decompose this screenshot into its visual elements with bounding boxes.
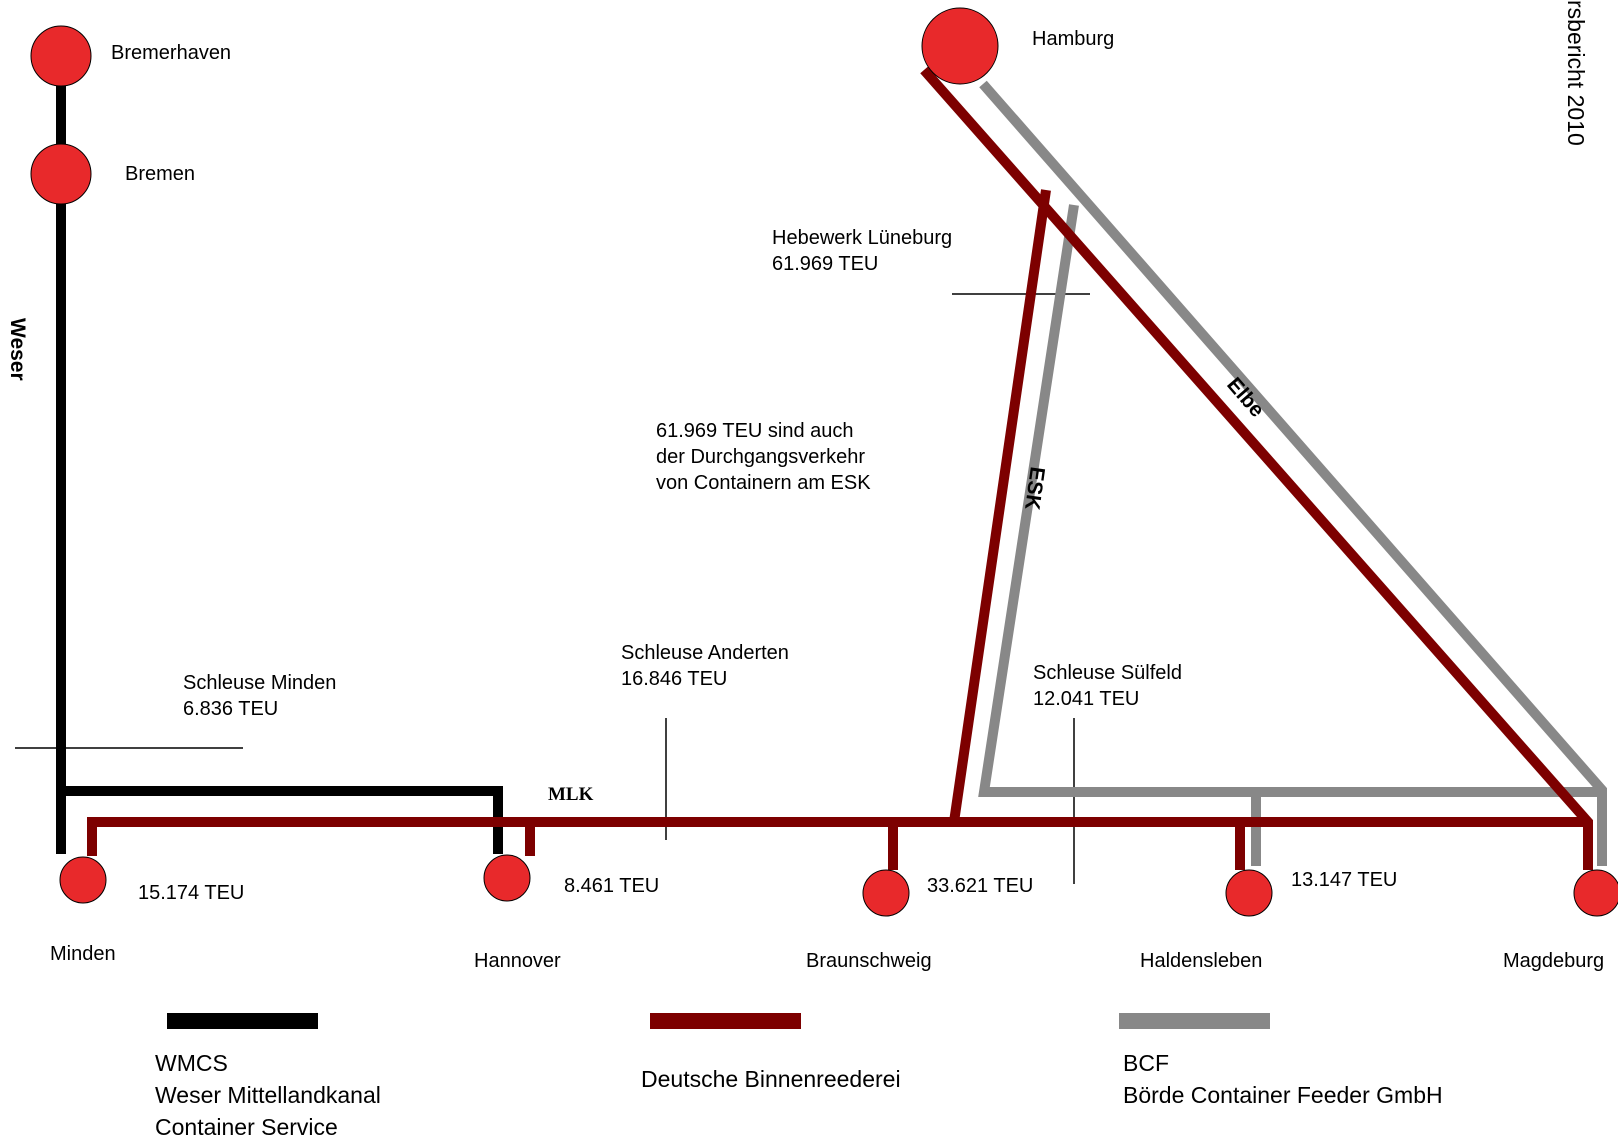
note-line-1: 61.969 TEU sind auch bbox=[656, 420, 854, 442]
city-magdeburg bbox=[1573, 869, 1618, 917]
city-braunschweig bbox=[862, 869, 910, 917]
legend-dbr-swatch bbox=[650, 1013, 801, 1029]
city-hamburg bbox=[921, 7, 999, 85]
note-line-3: von Containern am ESK bbox=[656, 472, 871, 494]
canal-mlk-label: MLK bbox=[548, 784, 594, 805]
label-minden: Minden bbox=[50, 943, 116, 965]
legend-bcf-line-2: Börde Container Feeder GmbH bbox=[1123, 1082, 1443, 1108]
lock-anderten-teu: 16.846 TEU bbox=[621, 668, 727, 690]
label-haldensleben: Haldensleben bbox=[1140, 950, 1262, 972]
legend-dbr-line-1: Deutsche Binnenreederei bbox=[641, 1066, 901, 1092]
label-hannover: Hannover bbox=[474, 950, 561, 972]
legend-bcf-line-1: BCF bbox=[1123, 1050, 1169, 1076]
dbr-route bbox=[87, 66, 1593, 870]
lock-lueneburg-teu: 61.969 TEU bbox=[772, 253, 878, 275]
legend-wmcs-line-1: WMCS bbox=[155, 1050, 228, 1076]
volume-minden: 15.174 TEU bbox=[138, 882, 244, 904]
river-weser-label: Weser bbox=[6, 318, 29, 381]
legend-wmcs-line-2: Weser Mittellandkanal bbox=[155, 1082, 381, 1108]
city-minden bbox=[59, 856, 107, 904]
note-line-2: der Durchgangsverkehr bbox=[656, 446, 865, 468]
label-bremen: Bremen bbox=[125, 163, 195, 185]
report-title-fragment: rsbericht 2010 bbox=[1563, 0, 1589, 146]
legend-wmcs-line-3: Container Service bbox=[155, 1114, 338, 1139]
canal-esk-label: ESK bbox=[1020, 465, 1049, 511]
label-bremerhaven: Bremerhaven bbox=[111, 42, 231, 64]
lock-suelfeld-name: Schleuse Sülfeld bbox=[1033, 662, 1182, 684]
lock-minden-name: Schleuse Minden bbox=[183, 672, 336, 694]
city-haldensleben bbox=[1225, 869, 1273, 917]
city-bremerhaven bbox=[30, 25, 92, 87]
city-hannover bbox=[483, 854, 531, 902]
volume-hannover: 8.461 TEU bbox=[564, 875, 659, 897]
lock-lueneburg-name: Hebewerk Lüneburg bbox=[772, 227, 952, 249]
lock-suelfeld-teu: 12.041 TEU bbox=[1033, 688, 1139, 710]
label-braunschweig: Braunschweig bbox=[806, 950, 932, 972]
label-hamburg: Hamburg bbox=[1032, 28, 1114, 50]
bcf-route bbox=[978, 80, 1607, 866]
volume-haldensleben: 13.147 TEU bbox=[1291, 869, 1397, 891]
label-magdeburg: Magdeburg bbox=[1503, 950, 1604, 972]
city-bremen bbox=[30, 143, 92, 205]
lock-anderten-name: Schleuse Anderten bbox=[621, 642, 789, 664]
volume-braunschweig: 33.621 TEU bbox=[927, 875, 1033, 897]
legend-wmcs-swatch bbox=[167, 1013, 318, 1029]
lock-minden-teu: 6.836 TEU bbox=[183, 698, 278, 720]
legend-bcf-swatch bbox=[1119, 1013, 1270, 1029]
